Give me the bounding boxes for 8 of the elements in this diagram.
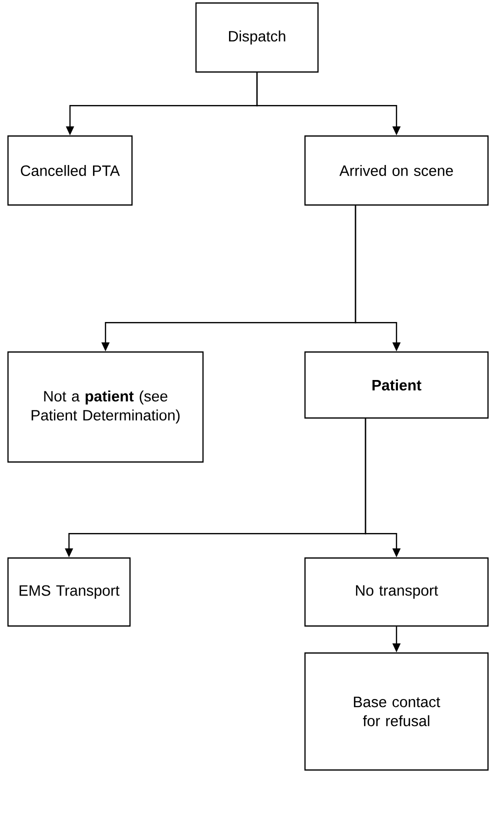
process-box: Dispatch [195, 2, 319, 73]
process-box: Patient [304, 351, 489, 419]
process-box: Cancelled PTA [7, 135, 133, 206]
process-box: EMS Transport [7, 557, 131, 627]
process-box: No transport [304, 557, 489, 627]
process-box: Base contact for refusal [304, 652, 489, 771]
process-box: Arrived on scene [304, 135, 489, 206]
process-box: Not a patient (see Patient Determination) [7, 351, 204, 463]
